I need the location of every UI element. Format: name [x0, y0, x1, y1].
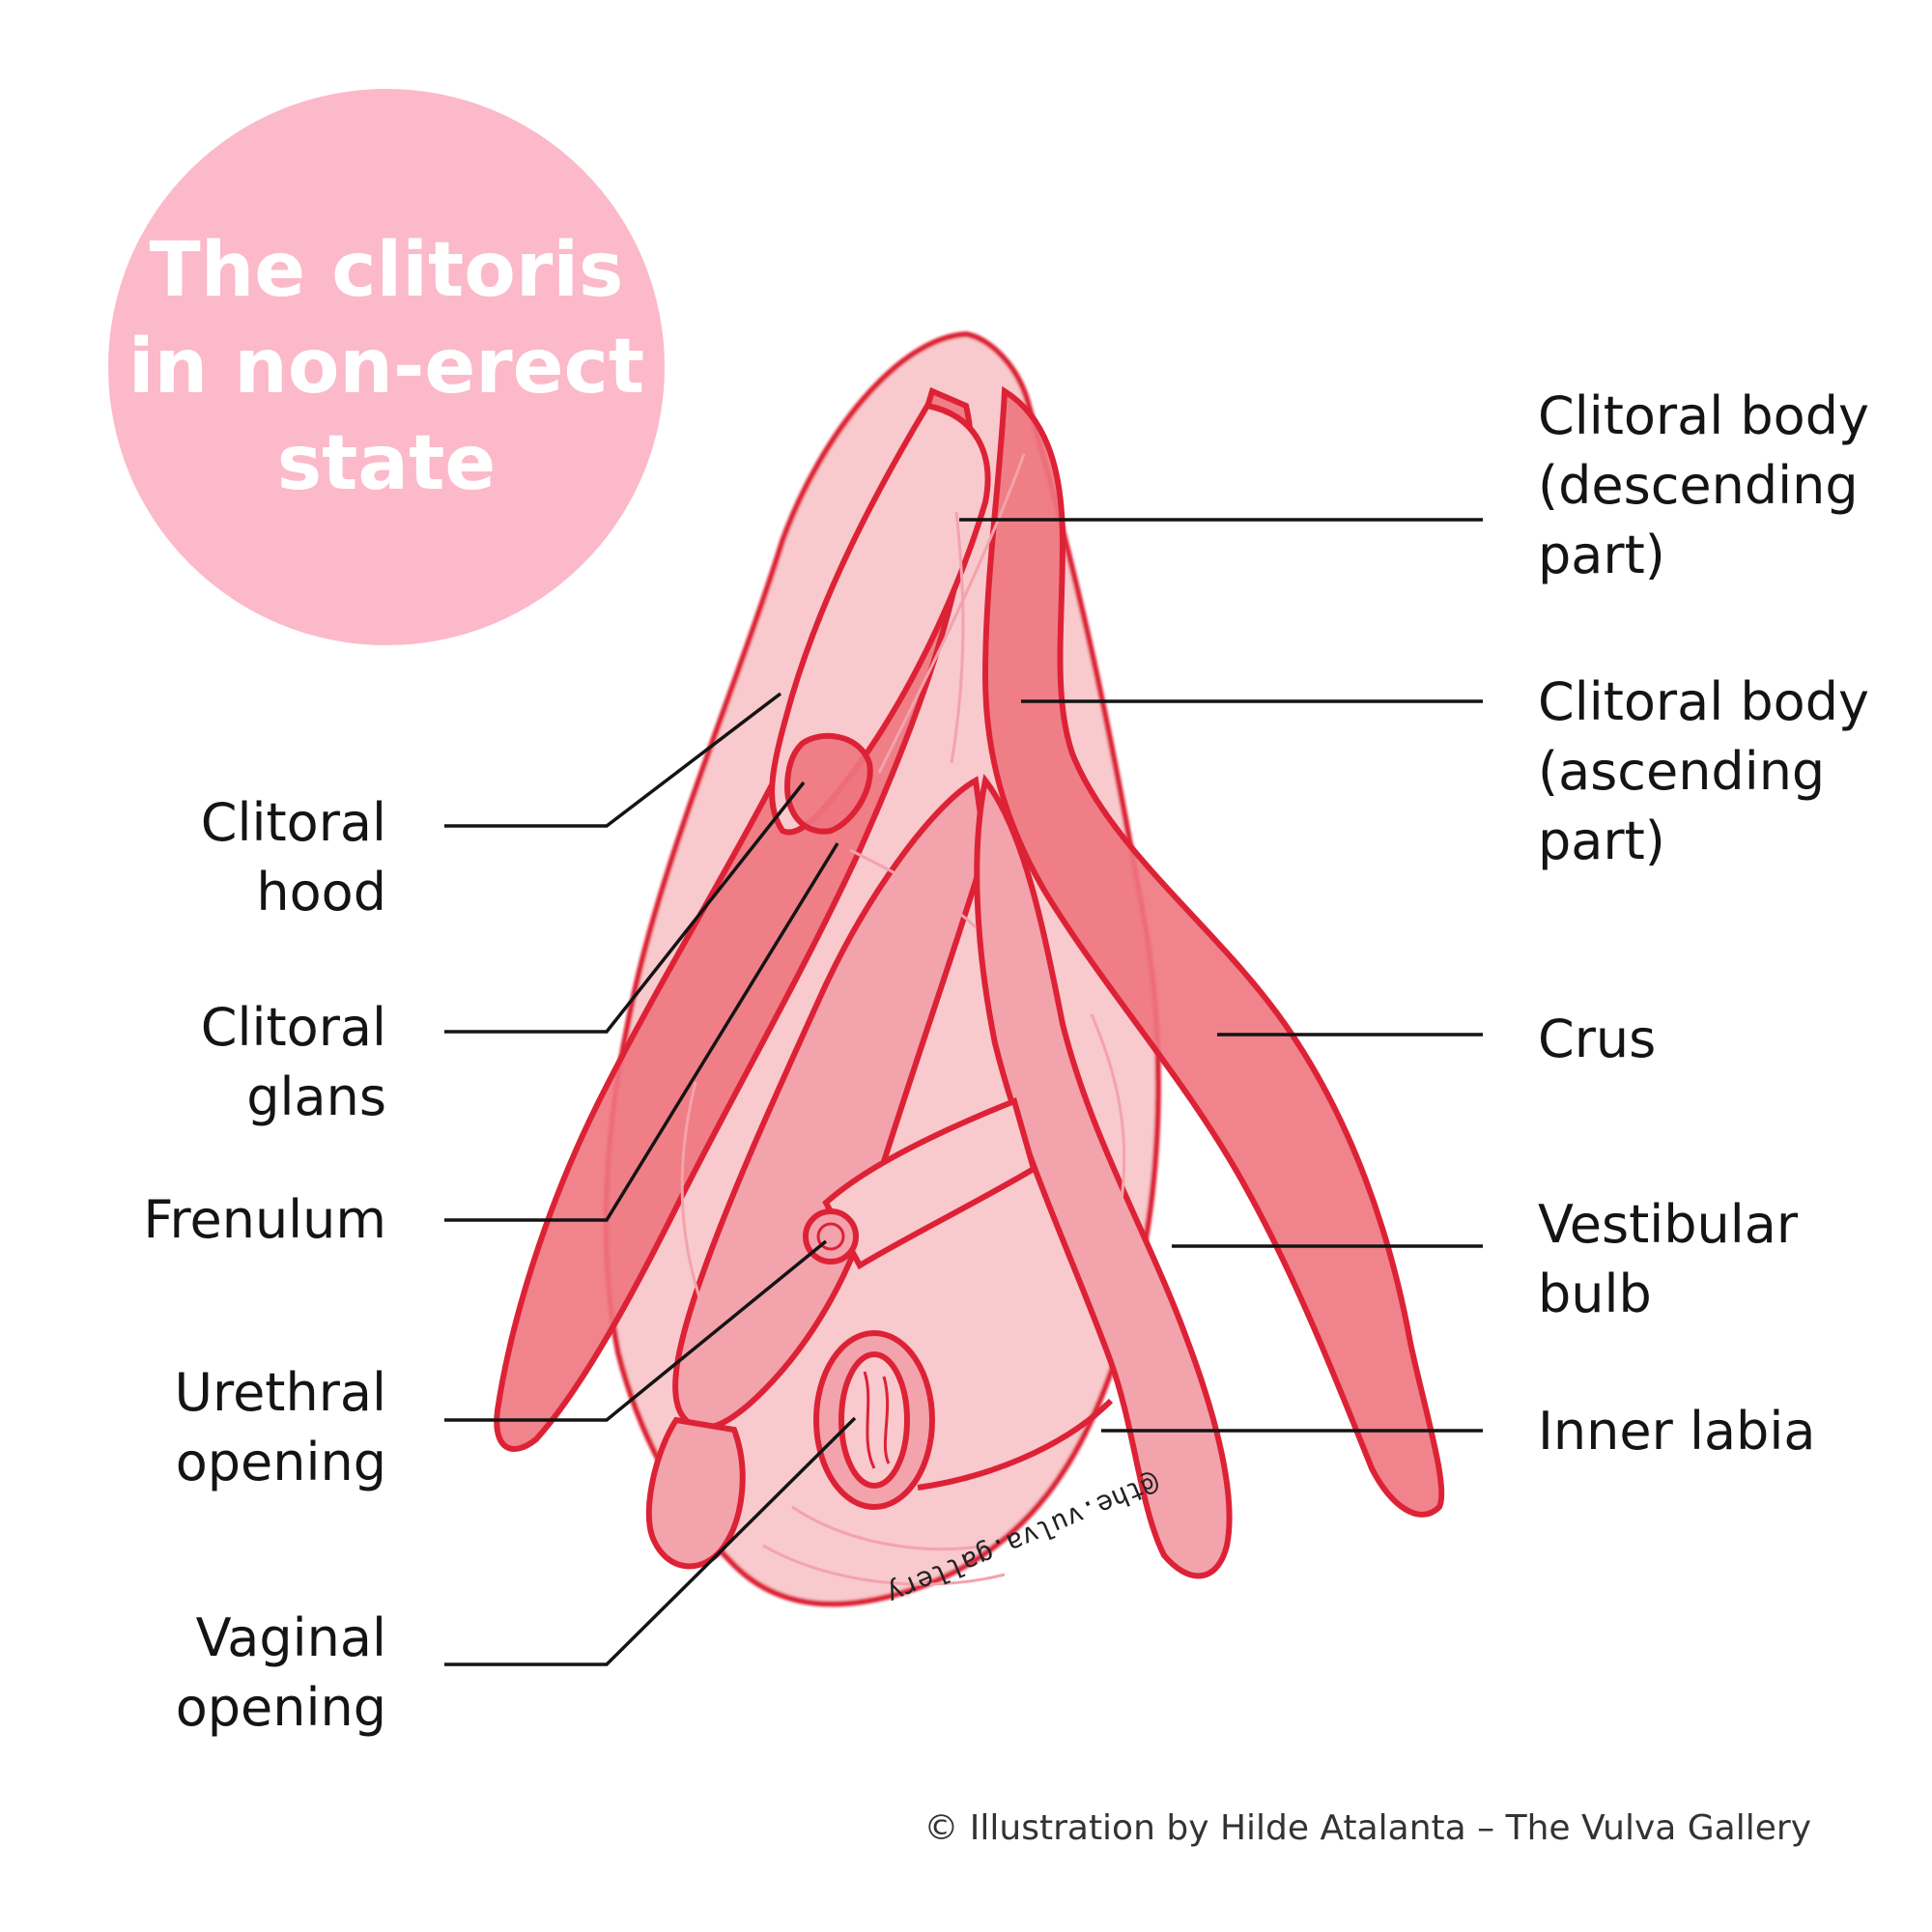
label-line: (ascending — [1538, 741, 1826, 802]
clitoral-glans — [783, 732, 873, 835]
title-badge: The clitoris in non-erect state — [108, 89, 665, 645]
label-vaginal-opening: Vaginal opening — [176, 1604, 386, 1743]
label-line: glans — [246, 1066, 386, 1127]
label-line: part) — [1538, 525, 1665, 585]
label-line: Frenulum — [143, 1189, 386, 1250]
label-line: bulb — [1538, 1264, 1652, 1324]
label-vestibular-bulb: Vestibular bulb — [1538, 1190, 1798, 1329]
label-line: part) — [1538, 810, 1665, 871]
badge-line-1: The clitoris — [149, 227, 624, 314]
inner-labia-curve — [917, 1398, 1114, 1491]
right-crus — [981, 385, 1445, 1518]
label-clitoral-body-ascending: Clitoral body (ascending part) — [1538, 668, 1869, 876]
badge-line-3: state — [276, 420, 497, 507]
label-line: opening — [175, 1432, 386, 1492]
right-vestibular-bulb — [974, 773, 1233, 1579]
leader-lines — [444, 518, 1483, 1666]
leader-frenulum — [444, 842, 839, 1222]
label-clitoral-glans: Clitoral glans — [201, 993, 386, 1132]
leader-clitoral-hood — [444, 692, 782, 828]
label-line: Clitoral body — [1538, 671, 1869, 732]
label-clitoral-body-descending: Clitoral body (descending part) — [1538, 382, 1869, 590]
label-line: Vaginal — [195, 1607, 386, 1668]
label-line: Clitoral — [200, 792, 386, 853]
label-line: Clitoral — [200, 997, 386, 1058]
label-line: Crus — [1538, 1009, 1657, 1069]
label-crus: Crus — [1538, 1005, 1656, 1074]
left-bulb-tip — [645, 1416, 746, 1570]
label-line: opening — [175, 1677, 386, 1738]
label-urethral-opening: Urethral opening — [175, 1358, 386, 1497]
urethral-opening — [803, 1208, 859, 1264]
credit-text: © Illustration by Hilde Atalanta – The V… — [923, 1808, 1811, 1848]
label-inner-labia: Inner labia — [1538, 1397, 1815, 1466]
label-line: Vestibular — [1538, 1194, 1799, 1255]
badge-line-2: in non-erect — [128, 324, 645, 411]
leader-urethral-opening — [444, 1239, 828, 1422]
leader-clitoral-glans — [444, 781, 806, 1034]
label-line: Inner labia — [1538, 1401, 1816, 1462]
label-frenulum: Frenulum — [143, 1185, 386, 1255]
urethra — [822, 1096, 1037, 1270]
label-line: (descending — [1538, 455, 1859, 516]
leader-vaginal-opening — [444, 1416, 857, 1666]
label-line: Clitoral body — [1538, 385, 1869, 446]
label-clitoral-hood: Clitoral hood — [201, 788, 386, 927]
label-line: hood — [256, 862, 386, 923]
label-line: Urethral — [174, 1362, 386, 1423]
